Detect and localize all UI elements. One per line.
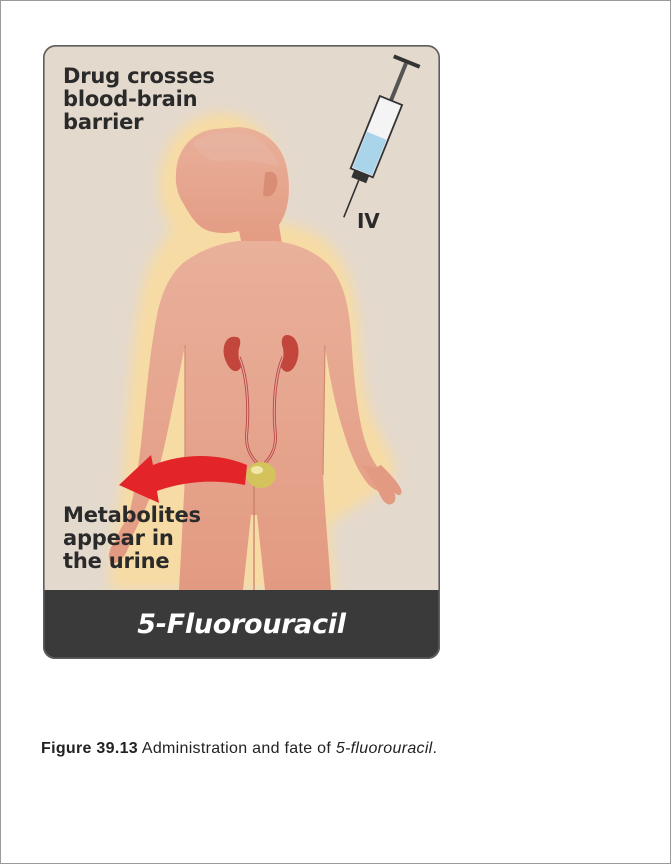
bladder [246, 462, 276, 488]
figure-caption: Figure 39.13 Administration and fate of … [41, 740, 437, 758]
caption-drug: 5-fluorouracil [336, 740, 433, 757]
urine-label: Metabolites appear in the urine [63, 504, 201, 573]
drug-name-banner: 5-Fluorouracil [43, 590, 440, 658]
iv-label: IV [357, 210, 380, 233]
bbb-label: Drug crosses blood-brain barrier [63, 65, 215, 134]
caption-end: . [433, 740, 438, 757]
figure-number: Figure 39.13 [41, 740, 138, 757]
caption-text: Administration and fate of [138, 740, 336, 757]
illustration-card: Drug crosses blood-brain barrier IV Meta… [43, 45, 440, 659]
